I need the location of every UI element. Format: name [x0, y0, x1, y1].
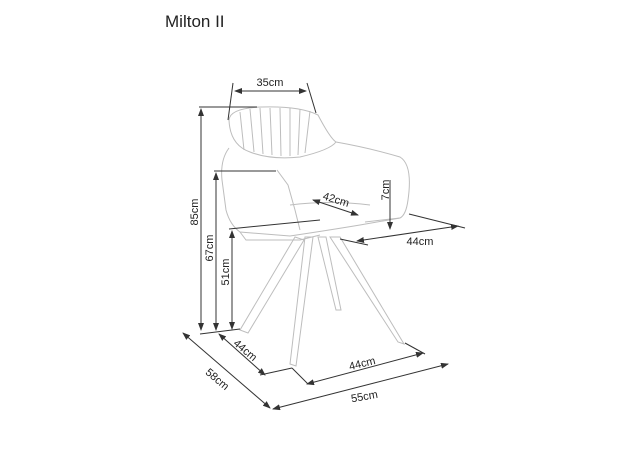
- base-width-label: 44cm: [348, 355, 377, 373]
- base-depth-label: 44cm: [231, 337, 259, 363]
- armrest-height-label: 67cm: [204, 235, 216, 262]
- dim-armrest-height: 67cm: [204, 170, 276, 331]
- seat-width-label: 44cm: [407, 236, 434, 248]
- dim-total-depth: 58cm: [182, 332, 271, 409]
- dim-seat-height: 51cm: [220, 219, 321, 330]
- total-height-label: 85cm: [189, 199, 201, 226]
- dim-total-height: 85cm: [189, 106, 257, 331]
- dim-seat-width: 44cm: [339, 213, 466, 248]
- dim-total-width: 55cm: [272, 362, 449, 411]
- dim-armrest-above-seat: 7cm: [380, 180, 393, 230]
- dim-base-width: 44cm: [291, 342, 426, 386]
- product-title: Milton II: [165, 12, 225, 31]
- seat-height-label: 51cm: [220, 259, 232, 286]
- armrest-above-seat-label: 7cm: [380, 180, 392, 201]
- back-width-label: 35cm: [257, 77, 284, 89]
- seat-depth-label: 42cm: [321, 190, 350, 209]
- dim-seat-depth: 42cm: [312, 190, 359, 216]
- total-width-label: 55cm: [350, 389, 379, 405]
- dim-back-width: 35cm: [227, 77, 317, 121]
- chair-outline: [221, 106, 410, 367]
